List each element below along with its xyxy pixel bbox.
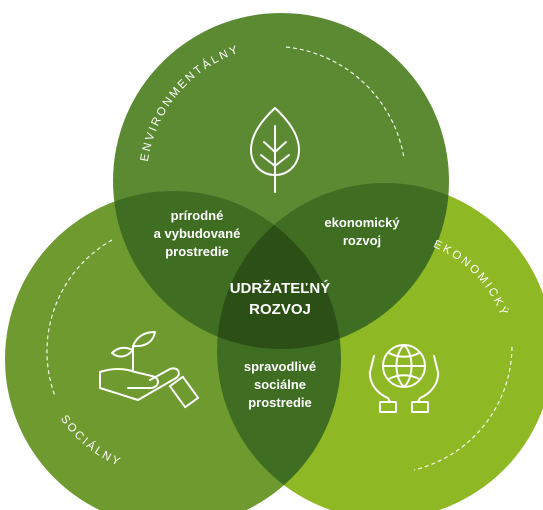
center-line-2: ROZVOJ [249,301,311,318]
overlap-social-economic-line-2: sociálne [254,377,306,392]
overlap-env-social-label: prírodné a vybudované prostredie [154,208,241,259]
env-dashed-arc [285,46,405,159]
globe-in-hands-icon [368,344,440,413]
overlap-env-economic-label: ekonomický rozvoj [324,215,400,248]
overlap-env-social-line-2: a vybudované [154,226,241,241]
overlap-env-economic-line-1: ekonomický [324,215,400,230]
overlap-env-social-line-1: prírodné [171,208,224,223]
overlap-social-economic-label: spravodlivé sociálne prostredie [244,359,316,410]
leaf-icon [250,107,300,193]
center-line-1: UDRŽATEĽNÝ [230,279,331,297]
overlap-env-social-line-3: prostredie [165,244,229,259]
social-dashed-arc [46,239,113,397]
economic-dashed-arc [413,346,513,471]
plant-in-hand-icon [99,331,200,409]
overlap-social-economic-line-1: spravodlivé [244,359,316,374]
overlap-social-economic-line-3: prostredie [248,395,312,410]
overlap-env-economic-line-2: rozvoj [343,233,381,248]
overlap-center [217,191,341,349]
center-label: UDRŽATEĽNÝ ROZVOJ [230,279,331,318]
